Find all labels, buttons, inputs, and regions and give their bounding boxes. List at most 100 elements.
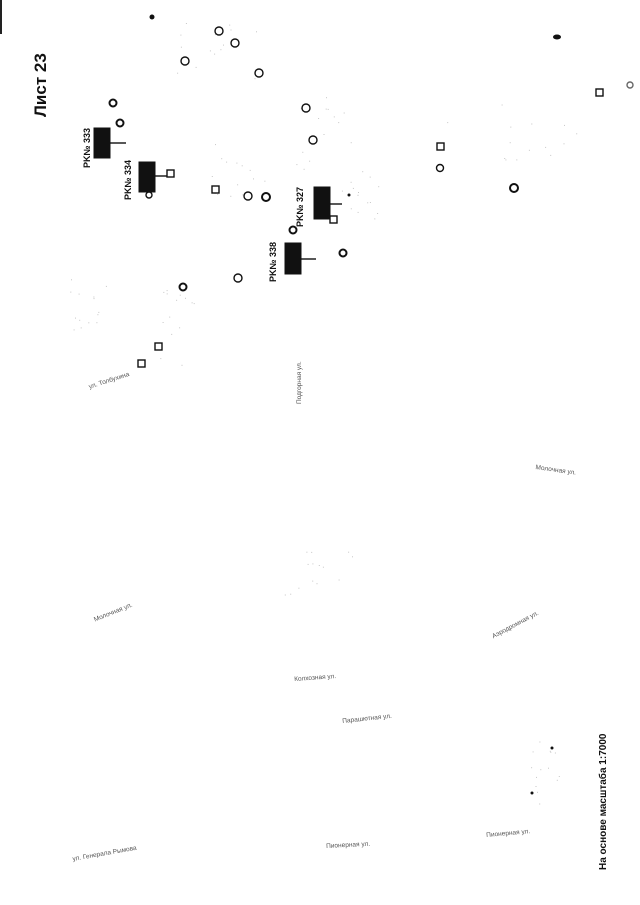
texture-dot [504, 158, 506, 159]
texture-dot [171, 333, 173, 335]
square-marker-icon[interactable] [436, 142, 445, 151]
texture-dot [563, 143, 565, 145]
texture-dot [191, 302, 193, 304]
ring-marker-icon[interactable] [108, 98, 118, 108]
texture-dot [229, 24, 231, 26]
texture-dot [516, 159, 518, 161]
texture-dot [350, 181, 352, 183]
picket-label-333[interactable]: PK№ 333 [82, 127, 92, 168]
picket-label-327[interactable]: PK№ 327 [295, 186, 305, 227]
texture-dot [177, 72, 179, 74]
texture-dot [70, 291, 72, 293]
texture-dot [253, 178, 254, 180]
texture-dot [350, 142, 352, 144]
texture-dot [96, 322, 98, 324]
ring-marker-icon[interactable] [261, 192, 271, 202]
texture-dot [209, 50, 211, 52]
square-marker-icon[interactable] [329, 215, 338, 224]
texture-dot [510, 126, 512, 128]
texture-dot [358, 192, 359, 193]
texture-dot [180, 34, 182, 36]
square-marker-icon[interactable] [211, 185, 220, 194]
ring-marker-icon[interactable] [435, 163, 445, 173]
picket-block-icon[interactable] [138, 161, 156, 193]
ring-marker-icon[interactable] [509, 183, 519, 193]
texture-dot [302, 151, 304, 153]
texture-dot [166, 290, 168, 292]
texture-dot [309, 160, 311, 162]
texture-dot [362, 171, 364, 173]
texture-dot [226, 161, 228, 163]
texture-dot [323, 134, 325, 135]
texture-dot [505, 159, 507, 161]
texture-dot [93, 298, 95, 300]
ring-marker-icon[interactable] [308, 135, 318, 145]
ring-marker-icon[interactable] [178, 282, 188, 292]
texture-dot [237, 184, 239, 186]
square-marker-icon[interactable] [595, 88, 604, 97]
texture-dot [79, 319, 81, 321]
ring-marker-icon[interactable] [145, 191, 153, 199]
texture-dot [576, 133, 578, 135]
texture-dot [307, 563, 309, 565]
picket-label-334[interactable]: PK№ 334 [123, 159, 133, 200]
texture-dot [214, 34, 216, 36]
ring-marker-icon[interactable] [180, 56, 190, 66]
texture-dot [327, 108, 329, 110]
texture-dot [306, 551, 308, 553]
ring-marker-icon[interactable] [288, 225, 298, 235]
corner-mark [0, 0, 2, 34]
texture-dot [181, 364, 183, 366]
ring-marker-icon[interactable] [233, 273, 243, 283]
ring-marker-icon[interactable] [214, 26, 224, 36]
texture-dot [230, 29, 232, 31]
texture-dot [537, 791, 538, 793]
ring-marker-icon[interactable] [254, 68, 264, 78]
ring-marker-icon[interactable] [301, 103, 311, 113]
square-marker-icon[interactable] [166, 169, 175, 178]
picket-block-icon[interactable] [313, 186, 331, 220]
dot-marker-icon [149, 14, 155, 20]
texture-dot [352, 556, 353, 558]
ring-marker-icon[interactable] [626, 81, 634, 89]
picket-block-icon[interactable] [93, 127, 111, 159]
ring-marker-icon[interactable] [243, 191, 253, 201]
ring-marker-icon[interactable] [230, 38, 240, 48]
texture-dot [88, 322, 90, 324]
ring-marker-icon[interactable] [338, 248, 348, 258]
texture-dot [447, 122, 449, 124]
texture-dot [241, 165, 243, 167]
texture-dot [316, 583, 318, 585]
texture-dot [195, 66, 197, 68]
texture-dot [556, 779, 558, 781]
texture-dot [185, 23, 187, 24]
ring-marker-icon[interactable] [115, 118, 125, 128]
texture-dot [179, 294, 181, 296]
texture-dot [528, 149, 530, 151]
texture-dot [501, 104, 503, 106]
texture-dot [357, 211, 359, 213]
picket-label-338[interactable]: PK№ 338 [268, 241, 278, 282]
texture-dot [550, 751, 552, 753]
texture-dot [78, 293, 80, 295]
texture-dot [312, 580, 314, 582]
texture-dot [93, 296, 95, 298]
texture-dot [338, 579, 340, 581]
texture-dot [545, 146, 547, 148]
texture-dot [532, 751, 534, 753]
square-marker-icon[interactable] [137, 359, 146, 368]
texture-dot [540, 769, 542, 771]
texture-dot [303, 168, 305, 170]
texture-dot [223, 44, 224, 46]
texture-dot [369, 176, 371, 178]
texture-dot [296, 164, 298, 166]
square-marker-icon[interactable] [154, 342, 163, 351]
texture-dot [75, 317, 76, 319]
texture-dot [185, 297, 186, 299]
picket-block-icon[interactable] [284, 242, 302, 275]
texture-dot [374, 218, 376, 220]
texture-dot [531, 767, 533, 769]
texture-dot [256, 31, 257, 33]
